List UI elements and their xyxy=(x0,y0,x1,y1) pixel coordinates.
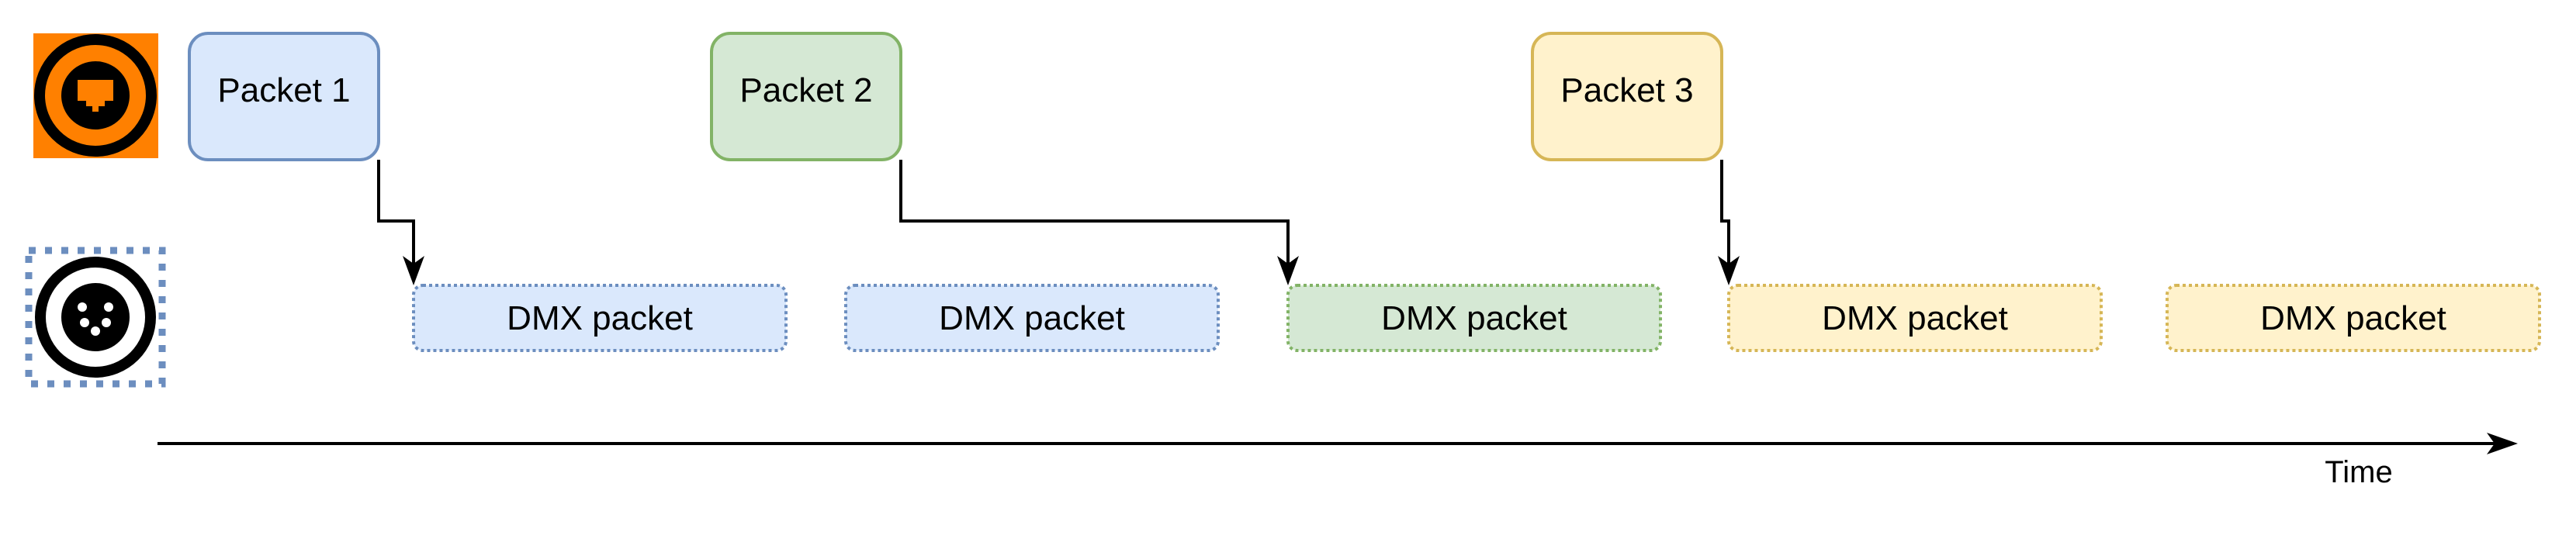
network-packet-box xyxy=(1531,32,1723,161)
network-packet-label: Packet 3 xyxy=(1560,71,1693,109)
dmx-packet-box xyxy=(2166,284,2541,352)
dmx-packet-label: DMX packet xyxy=(1381,299,1567,337)
ethernet-port-icon xyxy=(33,33,158,158)
arrowhead-icon xyxy=(1277,256,1299,285)
arrowhead-icon xyxy=(403,256,424,285)
dmx-packet-3[interactable]: DMX packet xyxy=(1286,284,1662,352)
dmx-packet-box xyxy=(412,284,788,352)
connector-arrow-1 xyxy=(377,160,424,285)
network-packet-3[interactable]: Packet 3 xyxy=(1531,32,1723,161)
time-axis-label: Time xyxy=(2325,455,2392,489)
network-packet-box xyxy=(710,32,902,161)
time-axis-arrowhead-icon xyxy=(2487,433,2518,454)
dmx-xlr-connector-icon xyxy=(25,247,166,388)
dmx-packet-label: DMX packet xyxy=(1822,299,2008,337)
dmx-packet-4[interactable]: DMX packet xyxy=(1727,284,2103,352)
dmx-packet-label: DMX packet xyxy=(939,299,1125,337)
connector-line xyxy=(1720,160,1730,264)
dmx-packet-5[interactable]: DMX packet xyxy=(2166,284,2541,352)
connector-arrow-3 xyxy=(1718,160,1740,285)
dmx-packet-box xyxy=(1727,284,2103,352)
time-axis: Time xyxy=(158,433,2518,489)
connector-arrow-2 xyxy=(899,160,1299,285)
dmx-packet-label: DMX packet xyxy=(507,299,693,337)
connector-line xyxy=(377,160,415,264)
dmx-packet-box xyxy=(1286,284,1662,352)
connector-line xyxy=(899,160,1290,264)
network-packet-box xyxy=(188,32,380,161)
arrowhead-icon xyxy=(1718,256,1740,285)
network-packet-2[interactable]: Packet 2 xyxy=(710,32,902,161)
network-packet-label: Packet 2 xyxy=(739,71,872,109)
dmx-packet-box xyxy=(844,284,1220,352)
network-packet-1[interactable]: Packet 1 xyxy=(188,32,380,161)
dmx-packet-1[interactable]: DMX packet xyxy=(412,284,788,352)
dmx-packet-2[interactable]: DMX packet xyxy=(844,284,1220,352)
dmx-packet-label: DMX packet xyxy=(2260,299,2446,337)
network-packet-label: Packet 1 xyxy=(217,71,350,109)
